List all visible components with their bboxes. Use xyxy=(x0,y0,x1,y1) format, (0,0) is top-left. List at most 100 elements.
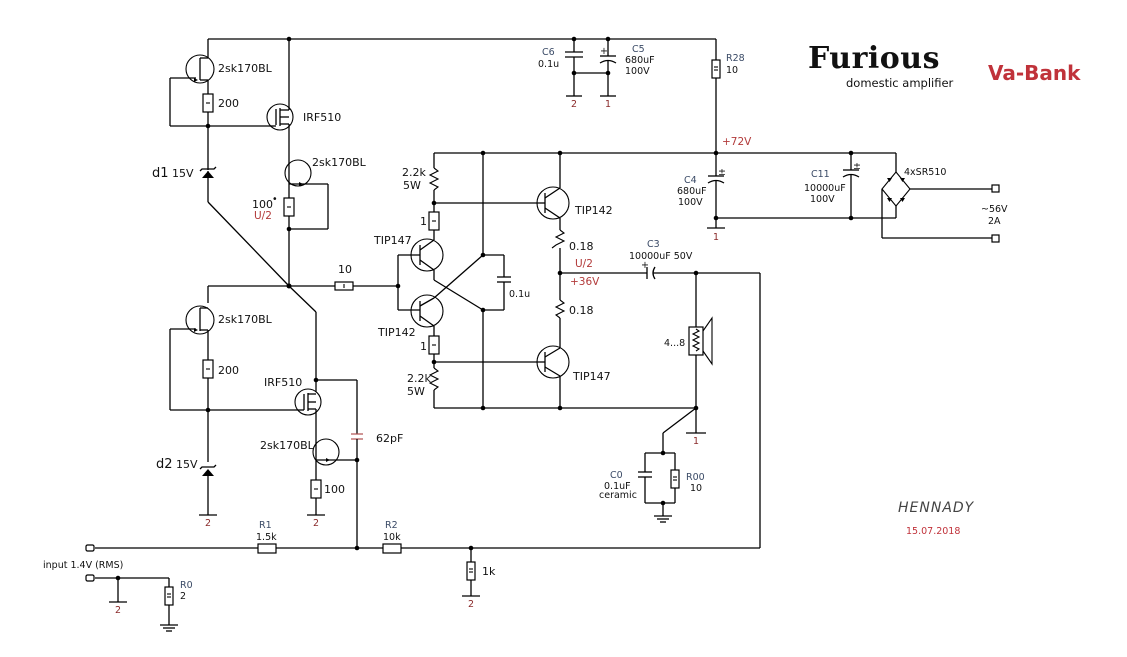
c0-type: ceramic xyxy=(599,490,637,501)
upper-mosfet-label: IRF510 xyxy=(303,111,341,124)
driver-r-bot-value: 2.2k xyxy=(407,372,431,385)
date-label: 15.07.2018 xyxy=(906,526,960,537)
c4-ref: C4 xyxy=(684,175,697,186)
svg-text:±: ± xyxy=(853,161,861,172)
r2-value: 10k xyxy=(383,532,401,543)
c11-voltage: 100V xyxy=(810,194,835,205)
c5-capacitor: + C5 680uF 100V 1 xyxy=(599,39,655,110)
lower-r200-label: 200 xyxy=(218,364,239,377)
r1-ref: R1 xyxy=(259,520,272,531)
speaker: 4...8 1 xyxy=(662,273,713,453)
c4-capacitor: ± C4 680uF 100V 1 xyxy=(677,153,726,243)
c0-ref: C0 xyxy=(610,470,623,481)
zener-d1-voltage: 15V xyxy=(172,167,194,180)
r1-value: 1.5k xyxy=(256,532,277,543)
c5-value: 680uF xyxy=(625,55,655,66)
c5-voltage: 100V xyxy=(625,66,650,77)
output-q-bot-label: TIP147 xyxy=(572,370,611,383)
speaker-impedance: 4...8 xyxy=(664,338,685,349)
c0-value: 0.1uF xyxy=(604,481,631,492)
svg-text:+: + xyxy=(641,260,649,271)
r100-ground-label: 2 xyxy=(313,518,319,529)
lower-mosfet-chain: IRF510 2sk170BL 100 62pF 2 xyxy=(260,376,403,548)
c3-ref: C3 xyxy=(647,239,660,250)
upper-r100-label: 100 xyxy=(252,198,273,211)
zener-d2-voltage: 15V xyxy=(176,458,198,471)
driver-r-bot-watt: 5W xyxy=(407,385,425,398)
driver-r1-bot: 1 xyxy=(420,340,427,353)
output-re-bot: 0.18 xyxy=(569,304,594,317)
c11-value: 10000uF xyxy=(804,183,846,194)
bias-node: 10 xyxy=(208,263,401,380)
c4-voltage: 100V xyxy=(678,197,703,208)
c3-capacitor: + C3 10000uF 50V xyxy=(629,239,760,280)
upper-r200-label: 200 xyxy=(218,97,239,110)
author-label: HENNADY xyxy=(898,500,975,516)
output-stage: TIP142 0.18 U/2 +36V 0.18 TIP147 xyxy=(536,153,647,408)
c11-capacitor: ± C11 10000uF 100V xyxy=(804,153,861,218)
upper-mosfet-chain: IRF510 2sk170BL 100 • U/2 xyxy=(252,39,367,286)
upper-r100-mark: • xyxy=(272,194,278,205)
d2-ground-label: 2 xyxy=(205,518,211,529)
feedback-path: R1 1.5k R2 10k 1k 2 xyxy=(95,273,761,610)
output-q-top-label: TIP142 xyxy=(574,204,613,217)
driver-cap-label: 0.1u xyxy=(509,289,530,300)
lower-jfet1-label: 2sk170BL xyxy=(218,313,273,326)
speaker-ground-label: 1 xyxy=(693,436,699,447)
zener-d1-label: d1 xyxy=(152,166,169,181)
r0-ref: R0 xyxy=(180,580,193,591)
c5-ref: C5 xyxy=(632,44,645,55)
lower-current-source: 2sk170BL 200 d2 15V 2 xyxy=(156,286,298,529)
input-terminal-signal[interactable] xyxy=(85,544,95,552)
driver-r-top-watt: 5W xyxy=(403,179,421,192)
r0-value: 2 xyxy=(180,591,186,602)
bridge-rectifier: 4xSR510 xyxy=(881,153,992,239)
output-re-top: 0.18 xyxy=(569,240,594,253)
rail-72v-label: +72V xyxy=(722,136,752,148)
input-terminal-ground[interactable] xyxy=(85,574,95,582)
output-mid-label: U/2 xyxy=(575,258,593,270)
upper-jfet1-label: 2sk170BL xyxy=(218,62,273,75)
driver-stage: 2.2k 5W 1 TIP147 0.1u TIP142 1 2.2k 5W xyxy=(373,153,696,411)
output-mid-voltage: +36V xyxy=(570,276,600,288)
ac-current-label: 2A xyxy=(988,216,1001,227)
schematic-title: Furious xyxy=(808,41,940,76)
c6-capacitor: C6 0.1u 2 xyxy=(538,39,608,110)
bridge-label: 4xSR510 xyxy=(904,167,946,178)
upper-r100-note: U/2 xyxy=(254,210,272,222)
zobel-network: C0 0.1uF ceramic R00 10 xyxy=(599,450,705,523)
c5-ground-label: 1 xyxy=(605,99,611,110)
c3-value: 10000uF 50V xyxy=(629,251,693,262)
lower-jfet2-label: 2sk170BL xyxy=(260,439,315,452)
c4-ground-label: 1 xyxy=(713,232,719,243)
input-ground-label: 2 xyxy=(115,605,121,616)
c6-value: 0.1u xyxy=(538,59,559,70)
cap-62pf-label: 62pF xyxy=(376,432,403,445)
r2-ref: R2 xyxy=(385,520,398,531)
driver-tip142-label: TIP142 xyxy=(377,326,416,339)
lower-mosfet-label: IRF510 xyxy=(264,376,302,389)
ac-voltage-label: ~56V xyxy=(981,204,1008,215)
svg-text:±: ± xyxy=(718,167,726,178)
upper-jfet2-label: 2sk170BL xyxy=(312,156,367,169)
driver-r1-top: 1 xyxy=(420,215,427,228)
upper-current-source: 2sk170BL 200 d1 15V xyxy=(152,39,290,287)
input-label: input 1.4V (RMS) xyxy=(43,560,123,571)
c11-ref: C11 xyxy=(811,169,830,180)
driver-r-top-value: 2.2k xyxy=(402,166,426,179)
r28-ref: R28 xyxy=(726,53,745,64)
r28-resistor: R28 10 xyxy=(711,53,745,79)
zener-d2-label: d2 xyxy=(156,457,173,472)
ac-input-terminal-2[interactable] xyxy=(991,234,1000,243)
lower-r100-label: 100 xyxy=(324,483,345,496)
ac-input-terminal-1[interactable] xyxy=(991,184,1000,193)
c6-ground-label: 2 xyxy=(571,99,577,110)
c4-value: 680uF xyxy=(677,186,707,197)
r10-label: 10 xyxy=(338,263,352,276)
schematic-subtitle: domestic amplifier xyxy=(846,76,954,90)
r28-value: 10 xyxy=(726,65,738,76)
feedback-ground-label: 2 xyxy=(468,599,474,610)
driver-tip147-label: TIP147 xyxy=(373,234,412,247)
input-section: input 1.4V (RMS) R0 2 2 xyxy=(43,560,193,632)
